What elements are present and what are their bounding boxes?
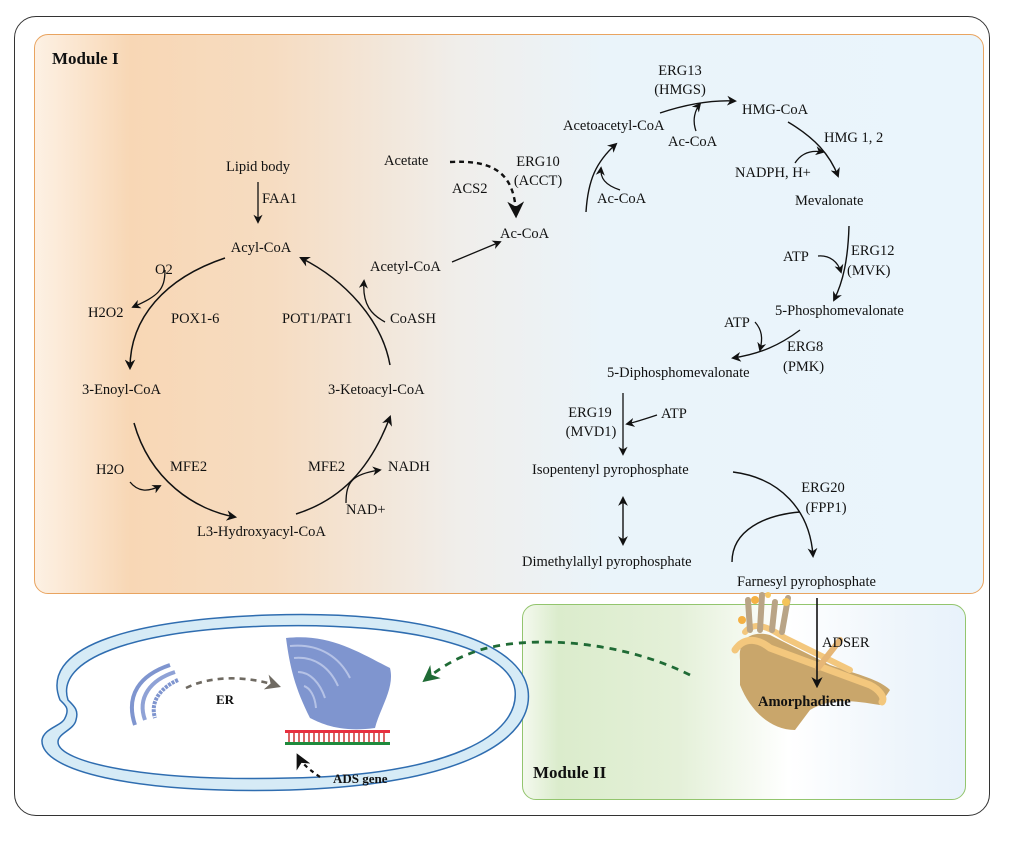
arrow-nadph xyxy=(794,146,825,164)
mfe2-right-label: MFE2 xyxy=(308,459,346,475)
pot-pat-label: POT1/PAT1 xyxy=(282,311,353,327)
dna-icon xyxy=(285,730,390,745)
nad-label: NAD+ xyxy=(346,502,386,518)
ipp-label: Isopentenyl pyrophosphate xyxy=(532,462,689,478)
mevalonate-label: Mevalonate xyxy=(795,193,864,209)
cell-membrane xyxy=(41,613,530,792)
module-2-panel xyxy=(522,604,966,800)
arrow-acetoacetyl-to-hmg xyxy=(659,95,737,114)
arrow-atp-erg8 xyxy=(754,321,767,352)
arrow-acyl-to-enoyl xyxy=(124,257,226,371)
adser-label: ADSER xyxy=(822,635,870,651)
coash-label: CoASH xyxy=(390,311,436,327)
er-label: ER xyxy=(216,692,235,707)
fpp1-label: (FPP1) xyxy=(805,500,847,516)
h2o2-label: H2O2 xyxy=(88,305,124,321)
dmapp-label: Dimethylallyl pyrophosphate xyxy=(522,554,692,570)
hydroxyacyl-coa-label: L3-Hydroxyacyl-CoA xyxy=(197,524,326,540)
arrow-enoyl-to-hydroxy xyxy=(133,422,238,521)
ac-coa-1-label: Ac-CoA xyxy=(597,191,647,207)
acct-label: (ACCT) xyxy=(513,173,563,189)
atp-3-label: ATP xyxy=(661,406,687,422)
arrow-accoa-to-acetoacetyl xyxy=(585,142,618,213)
hmg12-label: HMG 1, 2 xyxy=(824,130,884,146)
arrow-nad-nadh xyxy=(345,466,382,504)
mvk-label: (MVK) xyxy=(847,263,891,279)
nadh-label: NADH xyxy=(388,459,430,475)
er-icon xyxy=(129,663,179,726)
arrow-accoa-erg13 xyxy=(691,102,702,132)
arrow-keto-to-acyl xyxy=(299,257,391,366)
arrow-acetyl-to-accoa xyxy=(451,240,502,263)
faa1-label: FAA1 xyxy=(262,191,298,207)
arrow-h2o xyxy=(129,481,162,494)
arrow-coash-acetyl xyxy=(358,279,386,323)
arrow-atp-erg19 xyxy=(625,414,658,427)
acyl-coa-label: Acyl-CoA xyxy=(230,240,292,256)
arrow-phospho-to-diphospho xyxy=(731,329,801,362)
enoyl-coa-label: 3-Enoyl-CoA xyxy=(82,382,161,398)
phosphomevalonate-label: 5-Phosphomevalonate xyxy=(775,303,904,319)
nadph-label: NADPH, H+ xyxy=(735,165,811,181)
arrow-mev-to-phospho xyxy=(833,225,850,302)
erg10-label: ERG10 xyxy=(516,154,560,170)
erg19-label: ERG19 xyxy=(568,405,612,421)
pmk-label: (PMK) xyxy=(783,359,825,375)
mvd1-label: (MVD1) xyxy=(565,424,617,440)
amorphadiene-label: Amorphadiene xyxy=(758,694,851,710)
mfe2-left-label: MFE2 xyxy=(170,459,208,475)
ketoacyl-coa-label: 3-Ketoacyl-CoA xyxy=(328,382,425,398)
arrow-o2-h2o2 xyxy=(131,269,166,309)
golgi-blue-icon xyxy=(286,637,392,730)
hmg-coa-label: HMG-CoA xyxy=(742,102,809,118)
arrow-green-dashed xyxy=(422,640,691,683)
module-2-title: Module II xyxy=(533,763,607,782)
lipid-body-label: Lipid body xyxy=(225,159,291,175)
atp-2-label: ATP xyxy=(724,315,750,331)
acs2-label: ACS2 xyxy=(452,181,488,197)
erg20-label: ERG20 xyxy=(801,480,845,496)
erg13-label: ERG13 xyxy=(658,63,702,79)
arrow-acetate-dashed xyxy=(449,160,525,219)
arrow-ipp-to-fpp xyxy=(732,471,818,558)
atp-1-label: ATP xyxy=(783,249,809,265)
ads-gene-label: ADS gene xyxy=(333,771,388,786)
ac-coa-2-label: Ac-CoA xyxy=(668,134,718,150)
o2-label: O2 xyxy=(155,262,173,278)
acetyl-coa-label: Acetyl-CoA xyxy=(370,259,441,275)
erg12-label: ERG12 xyxy=(851,243,895,259)
arrow-er-dashed xyxy=(185,674,281,690)
arrow-atp-erg12 xyxy=(817,255,844,274)
hmgs-label: (HMGS) xyxy=(654,82,706,98)
erg8-label: ERG8 xyxy=(787,339,824,355)
arrow-ads-gene-dashed xyxy=(296,753,321,778)
pox-label: POX1-6 xyxy=(171,311,220,327)
diphosphomevalonate-label: 5-Diphosphomevalonate xyxy=(607,365,750,381)
arrow-accoa-erg10 xyxy=(595,166,621,191)
fpp-label: Farnesyl pyrophosphate xyxy=(737,574,876,590)
ac-coa-main-label: Ac-CoA xyxy=(500,226,550,242)
arrow-dmapp-join xyxy=(731,511,801,563)
acetate-label: Acetate xyxy=(384,153,429,169)
module-1-title: Module I xyxy=(52,49,119,68)
acetoacetyl-coa-label: Acetoacetyl-CoA xyxy=(563,118,665,134)
h2o-label: H2O xyxy=(96,462,125,478)
